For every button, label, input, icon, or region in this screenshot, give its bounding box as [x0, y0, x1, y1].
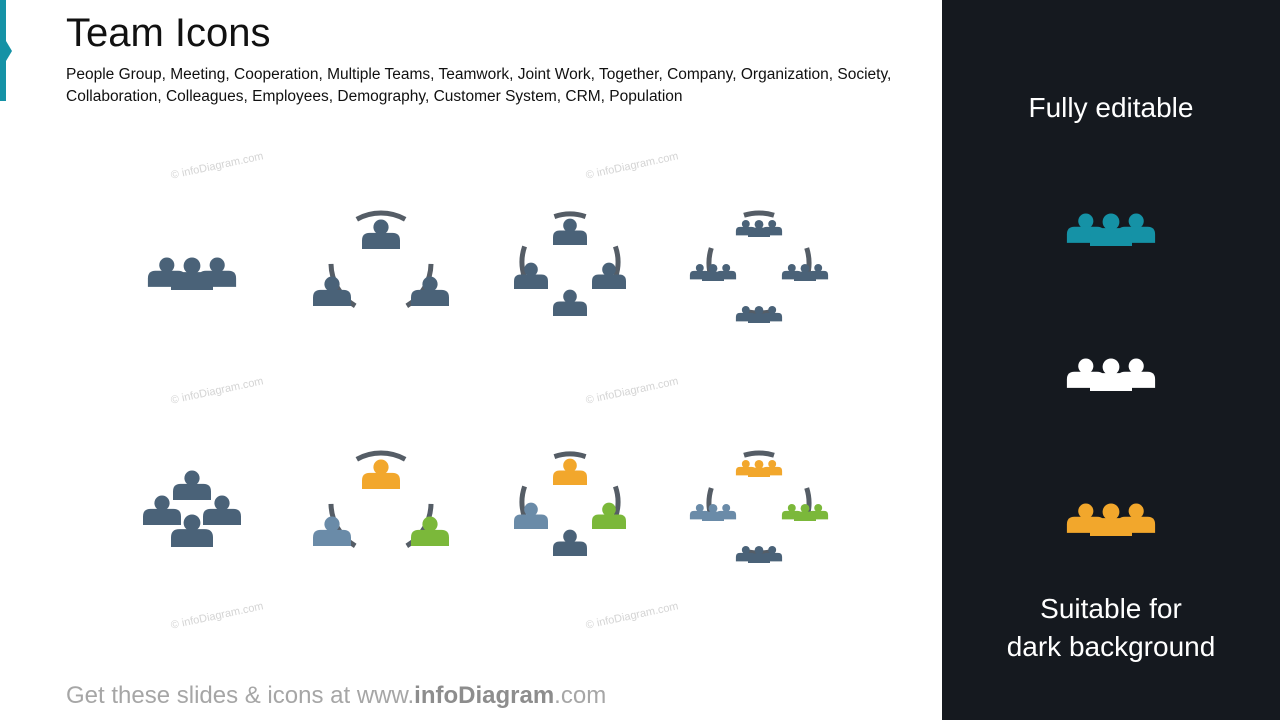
team-circle-4-icon — [485, 185, 655, 335]
footer-prefix: Get these slides & icons at www. — [66, 682, 415, 709]
icon-grid — [107, 185, 844, 575]
panel-heading: Fully editable — [1028, 92, 1194, 123]
multiple-teams-circle-icon — [674, 185, 844, 335]
team-circle-3-color-icon — [296, 425, 466, 575]
team-orange-icon — [1056, 470, 1166, 540]
panel-caption-line2: dark background — [1006, 631, 1216, 662]
page-subtitle: People Group, Meeting, Cooperation, Mult… — [66, 66, 892, 105]
footer-link[interactable]: Get these slides & icons at www.infoDiag… — [66, 682, 606, 710]
team-white-icon — [1056, 325, 1166, 395]
page-title: Team Icons — [66, 11, 271, 55]
accent-bar — [0, 0, 6, 101]
team-crowd-icon — [107, 425, 277, 575]
team-teal-icon — [1056, 180, 1166, 250]
accent-marker — [6, 41, 12, 61]
team-circle-4-color-icon — [485, 425, 655, 575]
multiple-teams-circle-color-icon — [674, 425, 844, 575]
footer-brand: infoDiagram — [414, 682, 555, 709]
panel-caption: Suitable for dark background — [942, 590, 1280, 666]
footer-suffix: .com — [554, 682, 607, 709]
team-group-icon — [107, 185, 277, 335]
dark-panel: Fully editable Suitable for dark backgro… — [942, 0, 1280, 720]
panel-caption-line1: Suitable for — [1040, 593, 1182, 624]
team-circle-3-icon — [296, 185, 466, 335]
